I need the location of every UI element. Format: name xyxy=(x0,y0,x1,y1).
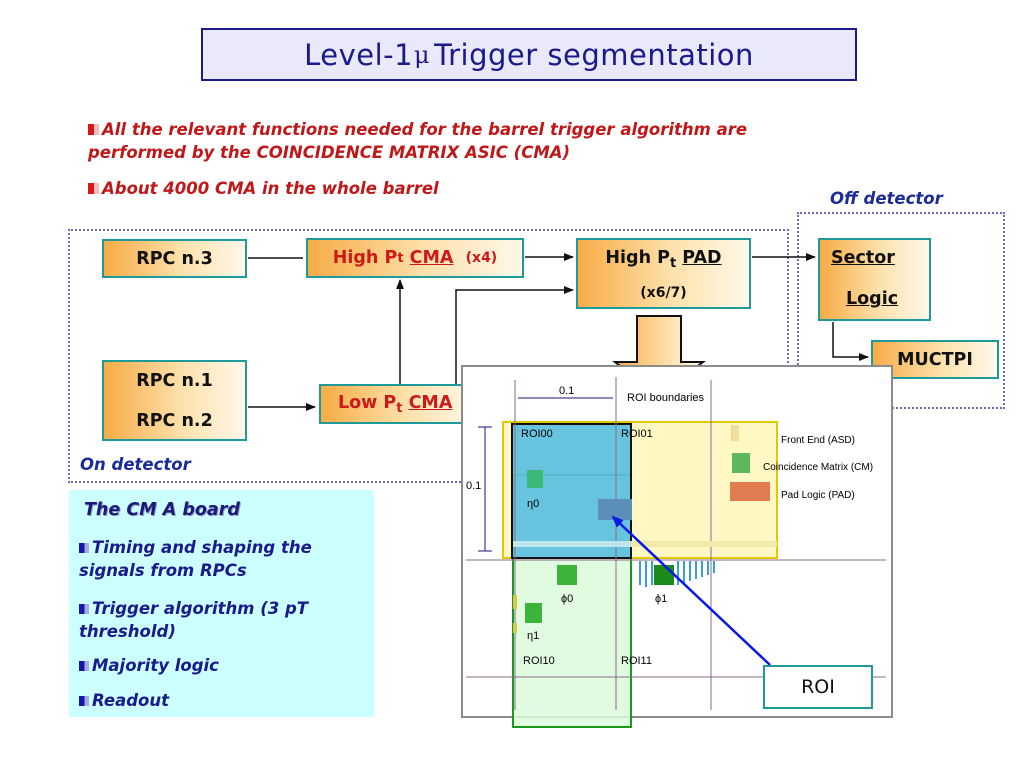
sector-logic-block: Sector Logic xyxy=(818,238,931,321)
low-pt-cma-block: Low Pt CMA xyxy=(319,384,479,424)
cm-board-panel: The CM A board Timing and shaping the si… xyxy=(69,490,374,717)
legend-cm: Coincidence Matrix (CM) xyxy=(763,462,873,473)
low-pt-cma-sub: t xyxy=(396,401,403,416)
sector-logic-line2: Logic xyxy=(846,289,899,309)
bullet-cma-functions-text: All the relevant functions needed for th… xyxy=(88,120,748,162)
legend-pad: Pad Logic (PAD) xyxy=(781,490,855,501)
low-pt-cma-prefix: Low P xyxy=(338,393,397,413)
cm-item-readout: Readout xyxy=(79,689,369,712)
eta0-label: η0 xyxy=(527,498,539,510)
legend-cm-swatch xyxy=(732,453,750,473)
cm-board-title: The CM A board xyxy=(84,500,240,520)
bullet-square-icon xyxy=(79,661,89,671)
cm-item-majority: Majority logic xyxy=(79,654,369,677)
bullet-square-icon xyxy=(79,604,89,614)
off-detector-label: Off detector xyxy=(830,189,943,208)
cm-square xyxy=(557,565,577,585)
roi-figure: 0.1 0.1 ROI boundaries ROI00 ROI01 ROI10… xyxy=(466,377,886,728)
legend-asd: Front End (ASD) xyxy=(781,435,855,446)
cm-item-majority-text: Majority logic xyxy=(92,656,219,675)
muctpi-label: MUCTPI xyxy=(897,349,973,370)
pad-square xyxy=(598,499,632,520)
rpc2-label: RPC n.2 xyxy=(136,411,213,431)
on-detector-region xyxy=(68,229,789,483)
eta1-label: η1 xyxy=(527,630,539,642)
roi-callout-label: ROI xyxy=(801,676,835,698)
high-pt-cma-name: CMA xyxy=(409,248,454,268)
roi-boundaries-label: ROI boundaries xyxy=(627,392,705,404)
bullet-cma-count: About 4000 CMA in the whole barrel xyxy=(88,177,588,200)
rpc3-block: RPC n.3 xyxy=(102,239,247,278)
asd-stripes xyxy=(513,425,777,633)
roi00-label: ROI00 xyxy=(521,428,553,440)
high-pt-pad-mult: (x6/7) xyxy=(640,285,687,301)
bullet-cma-functions: All the relevant functions needed for th… xyxy=(88,118,818,164)
sector-logic-line1: Sector xyxy=(831,248,895,268)
roi11-label: ROI11 xyxy=(621,655,652,667)
roi-callout: ROI xyxy=(763,665,873,709)
arrow-lowcma-pad xyxy=(455,286,574,384)
phi0-label: ϕ0 xyxy=(561,593,573,605)
rpc12-block: RPC n.1 RPC n.2 xyxy=(102,360,247,441)
high-pt-cma-sub: t xyxy=(397,250,404,266)
off-detector-region xyxy=(797,212,1005,409)
high-pt-pad-prefix: High P xyxy=(605,248,670,268)
high-pt-cma-prefix: High P xyxy=(332,248,398,268)
title-mu-symbol: μ xyxy=(414,40,431,69)
high-pt-cma-mult: (x4) xyxy=(465,250,498,266)
cm-item-trigger-text: Trigger algorithm (3 pT threshold) xyxy=(79,599,309,641)
cm-item-trigger: Trigger algorithm (3 pT threshold) xyxy=(79,597,369,643)
bullet-square-icon xyxy=(79,543,89,553)
bullet-cma-count-text: About 4000 CMA in the whole barrel xyxy=(102,179,439,198)
legend-pad-swatch xyxy=(730,482,770,501)
cm-square xyxy=(527,470,543,488)
arrow-sector-muctpi xyxy=(832,322,869,361)
cm-item-timing-text: Timing and shaping the signals from RPCs xyxy=(79,538,312,580)
phi1-label: ϕ1 xyxy=(655,593,667,605)
roi01-label: ROI01 xyxy=(621,428,653,440)
title-suffix: Trigger segmentation xyxy=(434,37,754,72)
high-pt-pad-block: High Pt PAD (x6/7) xyxy=(576,238,751,309)
cm-square xyxy=(654,565,674,585)
roi10-label: ROI10 xyxy=(523,655,555,667)
cm-item-timing: Timing and shaping the signals from RPCs xyxy=(79,536,369,582)
title-prefix: Level-1 xyxy=(304,37,414,72)
bullet-square-icon xyxy=(88,124,99,135)
cm-item-readout-text: Readout xyxy=(92,691,169,710)
rpc1-label: RPC n.1 xyxy=(136,371,213,391)
cm-square xyxy=(525,603,542,623)
rpc3-label: RPC n.3 xyxy=(136,248,213,269)
bullet-square-icon xyxy=(88,183,99,194)
roi-pointer-arrow xyxy=(611,515,771,666)
dim-left-label: 0.1 xyxy=(466,480,481,492)
legend-asd-swatch xyxy=(732,425,739,441)
dim-top-label: 0.1 xyxy=(559,385,574,397)
high-pt-pad-name: PAD xyxy=(682,248,722,268)
on-detector-label: On detector xyxy=(80,455,191,474)
low-pt-cma-name: CMA xyxy=(408,393,453,413)
bullet-square-icon xyxy=(79,696,89,706)
roi-highlight xyxy=(511,423,632,559)
high-pt-pad-sub: t xyxy=(669,256,677,271)
